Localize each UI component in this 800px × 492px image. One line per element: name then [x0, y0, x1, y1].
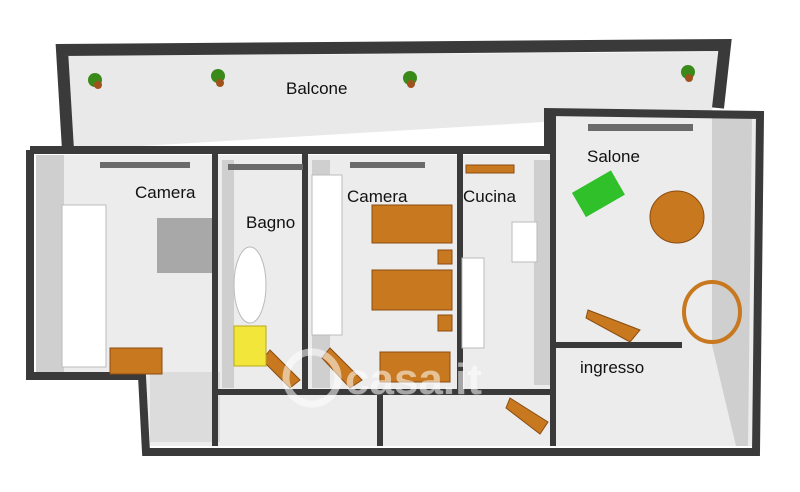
bed-gray: [157, 218, 212, 273]
room-label-bagno: Bagno: [246, 213, 295, 232]
room-label-cucina: Cucina: [463, 187, 516, 206]
room-label-camera-1: Camera: [135, 183, 196, 202]
sink: [233, 325, 267, 367]
balcony: [55, 38, 732, 151]
windows: [100, 124, 693, 170]
room-label-balcone: Balcone: [286, 79, 347, 98]
sofa: [571, 170, 625, 218]
outer-wall: [26, 107, 765, 456]
room-label-ingresso: ingresso: [580, 358, 644, 377]
room-label-salone: Salone: [587, 147, 640, 166]
spiral-stair: [682, 280, 742, 344]
interior-walls: [212, 115, 682, 446]
fixtures: [61, 174, 538, 368]
furniture: [109, 164, 705, 435]
watermark-logo-icon: [282, 348, 342, 408]
room-label-camera-2: Camera: [347, 187, 408, 206]
watermark: casa.it: [345, 355, 482, 404]
